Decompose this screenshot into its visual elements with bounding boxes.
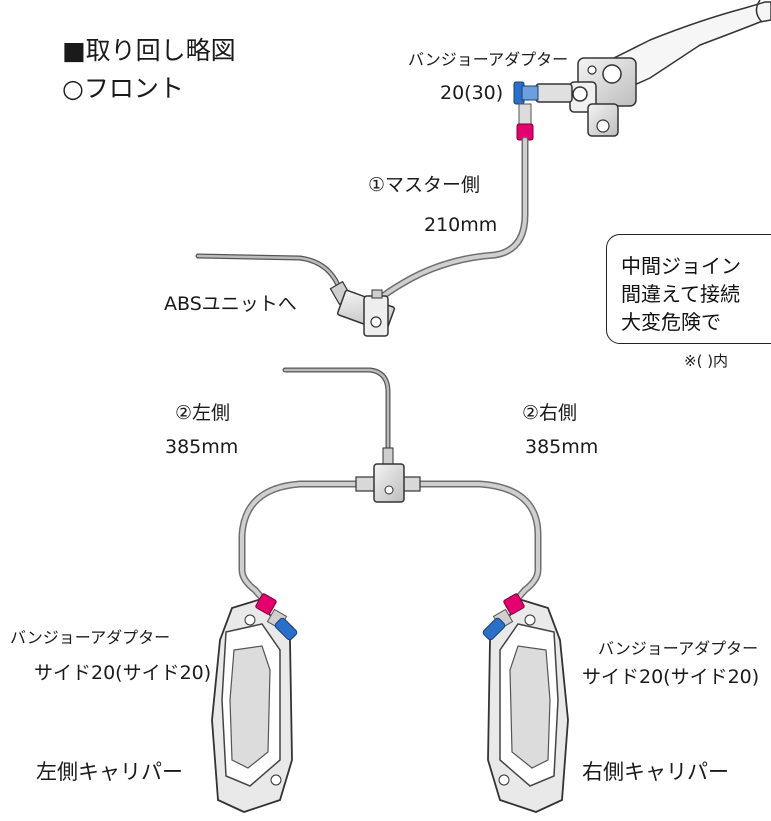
- right-adapter-size: サイド20(サイド20): [582, 666, 760, 688]
- diagram-title: ■取り回し略図: [62, 36, 236, 65]
- right-hose: [414, 480, 542, 602]
- left-caliper-label: 左側キャリパー: [36, 760, 183, 784]
- top-adapter-size: 20(30): [440, 82, 504, 104]
- warning-note-line-3: 大変危険で: [621, 310, 721, 334]
- t-joint: [355, 463, 421, 503]
- left-caliper: [211, 593, 298, 813]
- right-hose-length: 385mm: [525, 436, 599, 458]
- right-hose-label: ②右側: [522, 402, 578, 424]
- right-caliper-label: 右側キャリパー: [582, 760, 729, 784]
- master-hose-label: ①マスター側: [368, 174, 481, 196]
- warning-note-line-1: 中間ジョイン: [621, 254, 741, 278]
- left-adapter-size: サイド20(サイド20): [34, 662, 212, 684]
- top-banjo-adapter: [513, 81, 539, 141]
- top-adapter-name: バンジョーアダプター: [408, 50, 569, 69]
- right-adapter-name: バンジョーアダプター: [598, 639, 759, 658]
- diagram-subtitle: ○フロント: [62, 74, 184, 103]
- left-adapter-name: バンジョーアダプター: [10, 628, 171, 647]
- right-caliper: [482, 593, 569, 813]
- warning-note-box: [606, 234, 771, 344]
- left-hose: [238, 480, 364, 602]
- footnote: ※( )内: [684, 352, 729, 370]
- abs-unit-label: ABSユニットへ: [164, 293, 297, 315]
- feed-pipe: [282, 367, 391, 455]
- master-cylinder-lever: [535, 0, 771, 137]
- warning-note-line-2: 間違えて接続: [621, 282, 740, 306]
- left-hose-label: ②左側: [175, 402, 231, 424]
- left-hose-length: 385mm: [165, 436, 239, 458]
- master-hose-length: 210mm: [424, 214, 498, 236]
- abs-union-block: [329, 280, 396, 337]
- abs-pipe: [195, 253, 343, 293]
